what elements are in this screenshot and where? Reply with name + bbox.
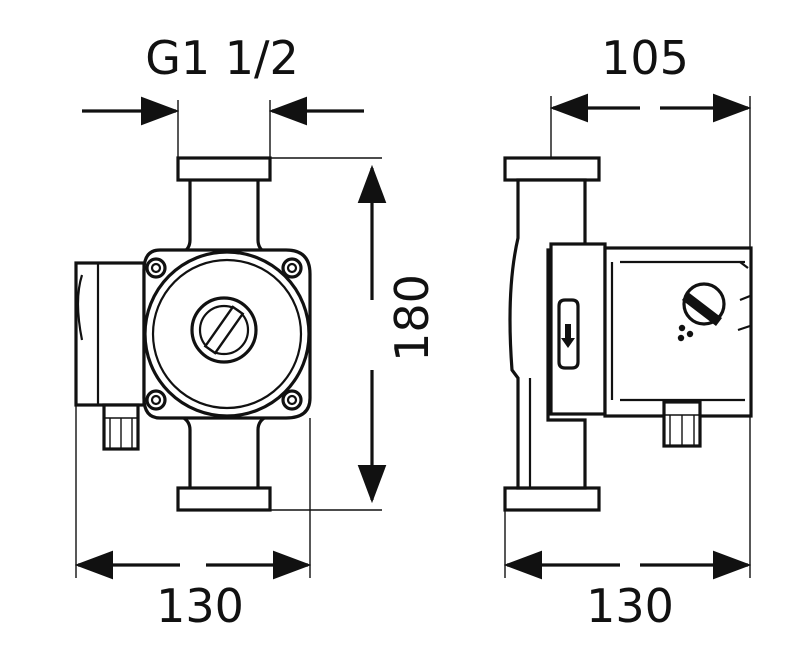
vent-plug-slot-icon	[203, 305, 245, 355]
speed-dot-icon	[686, 330, 694, 338]
lower-neck	[179, 414, 269, 488]
vent-plug-inner	[198, 304, 250, 356]
screw-icon	[145, 389, 167, 411]
upper-neck	[179, 180, 269, 256]
side-upper-flange	[503, 156, 601, 182]
speed-dot-icon	[678, 324, 686, 332]
lower-flange	[176, 486, 272, 512]
speed-selector-knob	[682, 282, 726, 326]
thread-dimension: G1 1/2	[82, 31, 364, 158]
side-width-label: 130	[586, 579, 674, 633]
speed-indicator-dots	[677, 324, 694, 342]
screw-icon	[286, 262, 298, 274]
screw-icon	[281, 257, 303, 279]
thread-size-label: G1 1/2	[145, 31, 299, 85]
speed-dot-icon	[677, 334, 685, 342]
front-view: G1 1/2	[74, 31, 439, 633]
screw-icon	[281, 389, 303, 411]
upper-flange	[176, 156, 272, 182]
front-width-dimension: 130	[74, 405, 312, 633]
terminal-box-clip	[76, 274, 84, 341]
arrow-down-icon	[561, 324, 575, 348]
knob-pointer-icon	[682, 292, 722, 326]
pump-head-ring-outer	[143, 250, 311, 418]
screw-icon	[150, 262, 162, 274]
motor-fins	[737, 261, 751, 332]
height-label: 180	[385, 274, 439, 362]
screw-icon	[286, 394, 298, 406]
side-motor-body	[603, 246, 753, 418]
front-width-label: 130	[156, 579, 244, 633]
vent-plug-outer	[190, 296, 258, 364]
depth-label: 105	[601, 31, 689, 85]
side-width-dimension: 130	[503, 510, 752, 633]
terminal-box	[74, 261, 146, 407]
side-view: 105	[503, 31, 753, 633]
housing-screws	[145, 257, 303, 411]
pump-head-ring-inner	[151, 258, 303, 410]
height-dimension: 180	[270, 157, 439, 511]
screw-icon	[145, 257, 167, 279]
screw-icon	[150, 394, 162, 406]
side-lower-flange	[503, 486, 601, 512]
side-pipe-body	[508, 178, 587, 490]
